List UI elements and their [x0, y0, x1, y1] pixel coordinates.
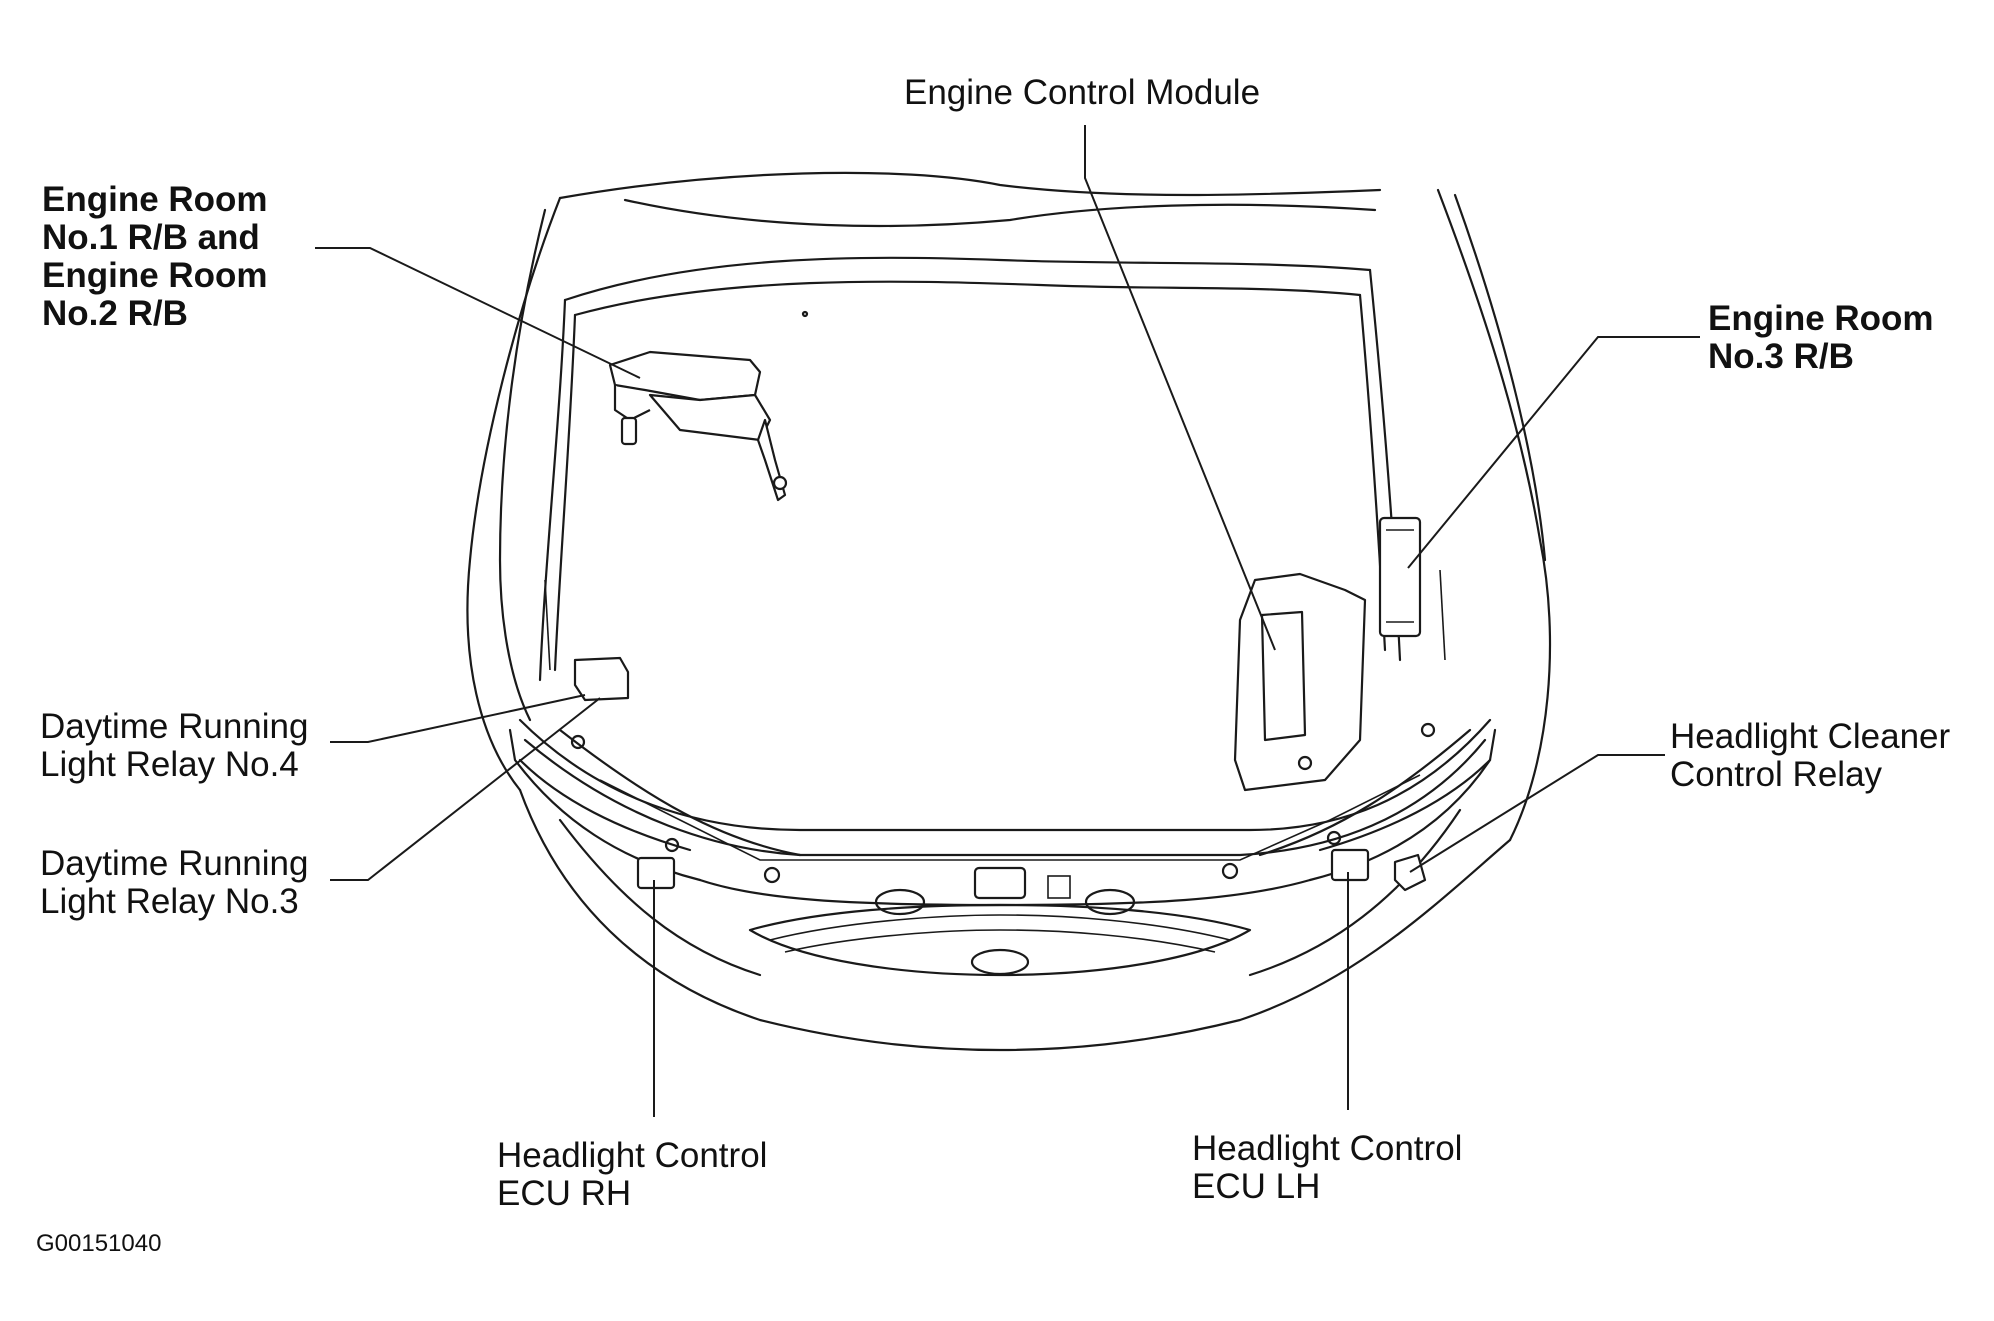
leader-engine-control-module [1084, 125, 1276, 651]
label-headlight-ecu-rh: Headlight Control ECU RH [497, 1137, 767, 1213]
leader-headlight-cleaner-relay [1409, 754, 1665, 873]
leader-engine-room-1-2 [315, 247, 641, 379]
engine-room-relay-block-1-2 [608, 350, 788, 502]
leader-lines [315, 125, 1700, 1117]
leader-drl-relay-4 [330, 694, 586, 743]
label-line: Light Relay No.4 [40, 745, 299, 784]
label-drl-relay-no3: Daytime Running Light Relay No.3 [40, 845, 308, 921]
label-line: Headlight Control [1192, 1129, 1463, 1168]
label-line: ECU RH [497, 1174, 632, 1213]
label-line: No.3 R/B [1708, 337, 1854, 376]
front-end [508, 310, 1512, 1052]
headlight-ecu-rh-unit [636, 856, 676, 890]
label-line: Engine Room [42, 256, 268, 295]
hood [558, 171, 1382, 317]
engine-control-module-box [1233, 572, 1367, 792]
label-headlight-ecu-lh: Headlight Control ECU LH [1192, 1130, 1462, 1206]
label-line: No.1 R/B and [42, 218, 260, 257]
label-drl-relay-no4: Daytime Running Light Relay No.4 [40, 708, 308, 784]
label-engine-room-no1-no2-rb: Engine Room No.1 R/B and Engine Room No.… [42, 181, 268, 333]
label-line: Engine Room [42, 180, 268, 219]
headlight-cleaner-relay-unit [1393, 853, 1427, 892]
label-engine-room-no3-rb: Engine Room No.3 R/B [1708, 300, 1934, 376]
headlight-ecu-lh-unit [1330, 848, 1370, 882]
figure-code: G00151040 [36, 1230, 162, 1257]
vehicle-body [466, 188, 1552, 842]
label-line: Light Relay No.3 [40, 882, 299, 921]
leader-drl-relay-3 [330, 697, 601, 881]
label-headlight-cleaner-relay: Headlight Cleaner Control Relay [1670, 718, 1950, 794]
label-line: Daytime Running [40, 844, 309, 883]
label-line: No.2 R/B [42, 294, 188, 333]
label-engine-control-module: Engine Control Module [904, 74, 1260, 112]
label-line: Engine Control Module [904, 73, 1261, 112]
label-line: Engine Room [1708, 299, 1934, 338]
label-line: Daytime Running [40, 707, 309, 746]
leader-engine-room-3 [1407, 336, 1700, 569]
label-line: Control Relay [1670, 755, 1883, 794]
label-line: Headlight Control [497, 1136, 768, 1175]
drl-relay-no4 [573, 656, 630, 702]
label-line: Headlight Cleaner [1670, 717, 1951, 756]
engine-room-relay-block-3 [1378, 516, 1422, 638]
label-line: ECU LH [1192, 1167, 1321, 1206]
